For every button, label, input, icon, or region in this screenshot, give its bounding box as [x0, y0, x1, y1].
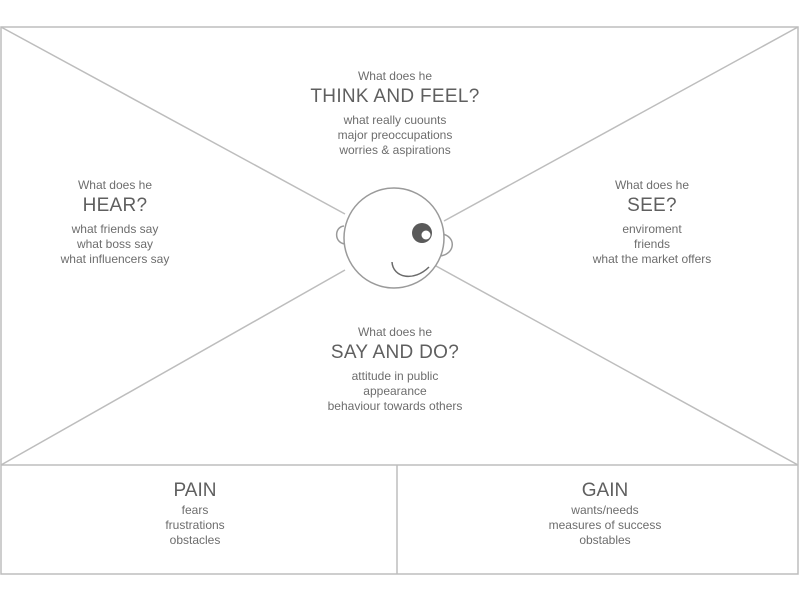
hear-item: what boss say: [76, 237, 154, 251]
hear-title: HEAR?: [82, 195, 148, 216]
think-feel-item: major preoccupations: [337, 128, 453, 142]
think-feel-item: worries & aspirations: [339, 143, 451, 157]
say-do-item: appearance: [363, 384, 427, 398]
gain-item: wants/needs: [571, 503, 639, 517]
head-icon: [335, 187, 453, 289]
see-item: enviroment: [622, 222, 682, 236]
head-circle: [343, 187, 445, 289]
say-do-section: What does he SAY AND DO? attitude in pub…: [300, 325, 490, 414]
diagonal-top-right: [443, 26, 799, 222]
think-feel-section: What does he THINK AND FEEL? what really…: [290, 69, 500, 158]
see-item: friends: [633, 237, 671, 251]
pain-item: obstacles: [169, 533, 221, 547]
pain-section: PAIN fears frustrations obstacles: [120, 479, 270, 548]
think-feel-item: what really cuounts: [343, 113, 447, 127]
diagonal-top-left: [0, 26, 346, 215]
hear-item: what influencers say: [60, 252, 170, 266]
diagonal-bottom-left: [0, 269, 346, 466]
say-do-item: attitude in public: [351, 369, 439, 383]
see-prefix: What does he: [614, 178, 690, 192]
gain-item: obstables: [579, 533, 631, 547]
think-feel-prefix: What does he: [357, 69, 433, 83]
pain-item: frustrations: [165, 518, 225, 532]
mouth-icon: [391, 261, 430, 277]
gain-section: GAIN wants/needs measures of success obs…: [530, 479, 680, 548]
hear-item: what friends say: [71, 222, 159, 236]
hear-prefix: What does he: [77, 178, 153, 192]
say-do-prefix: What does he: [357, 325, 433, 339]
gain-title: GAIN: [581, 480, 629, 501]
see-title: SEE?: [627, 195, 677, 216]
eye-highlight: [421, 230, 431, 240]
outer-frame: [0, 26, 799, 575]
left-ear-icon: [335, 225, 346, 245]
hear-section: What does he HEAR? what friends say what…: [40, 178, 190, 267]
gain-item: measures of success: [548, 518, 662, 532]
pain-title: PAIN: [173, 480, 217, 501]
see-section: What does he SEE? enviroment friends wha…: [572, 178, 732, 267]
see-item: what the market offers: [592, 252, 712, 266]
say-do-title: SAY AND DO?: [330, 342, 460, 363]
think-feel-title: THINK AND FEEL?: [310, 86, 480, 107]
say-do-item: behaviour towards others: [327, 399, 463, 413]
pain-item: fears: [181, 503, 209, 517]
diagonal-bottom-right: [435, 265, 799, 466]
